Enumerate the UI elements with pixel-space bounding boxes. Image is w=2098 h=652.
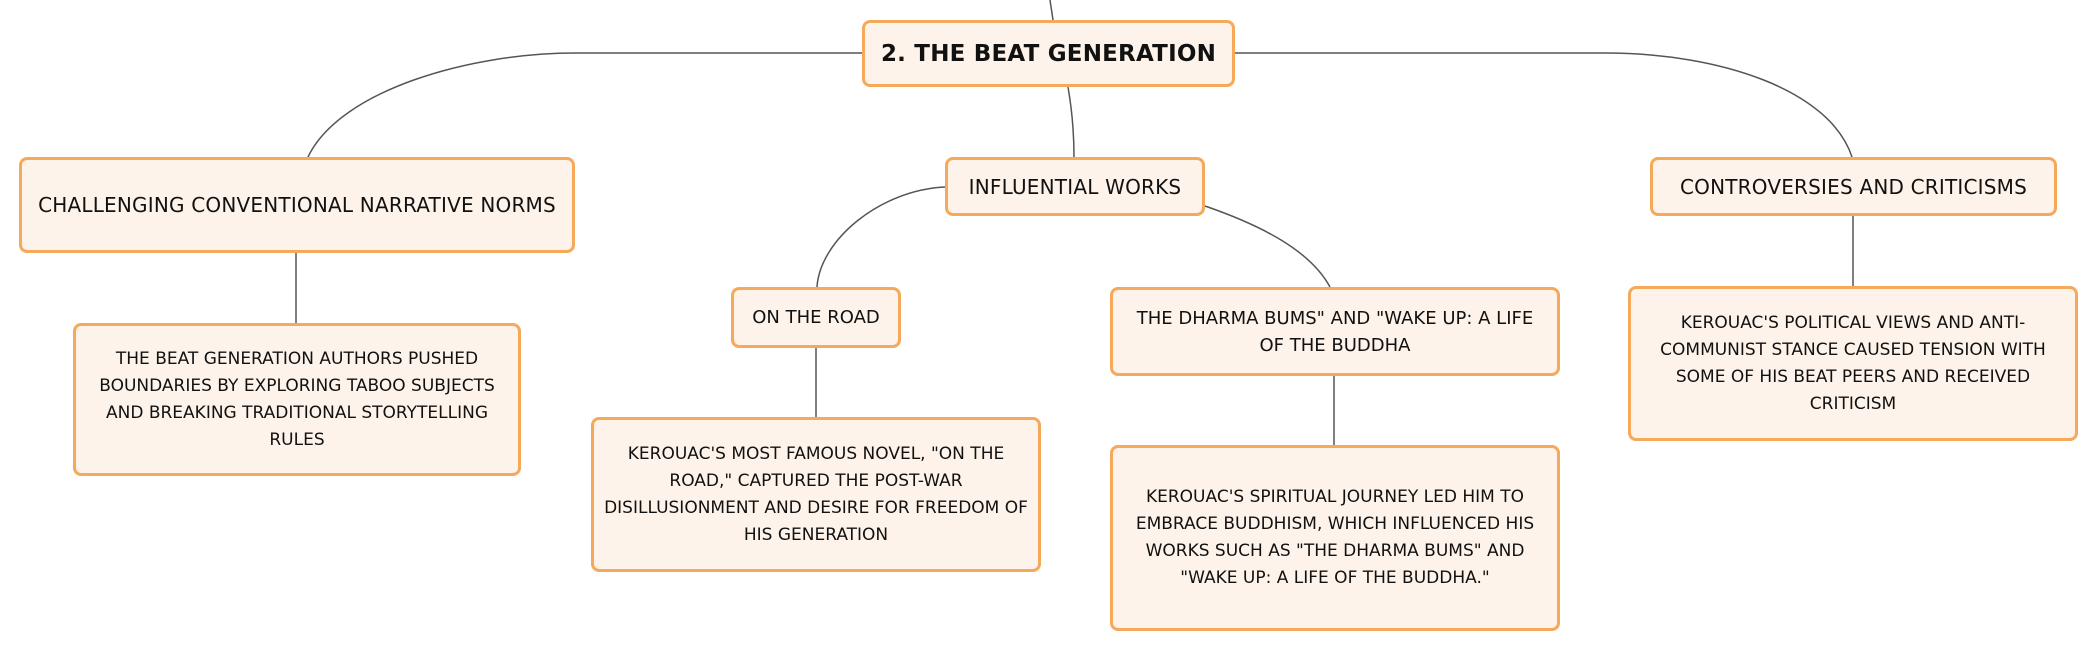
detail-node-on-the-road[interactable]: KEROUAC'S MOST FAMOUS NOVEL, "ON THE ROA… <box>591 417 1041 572</box>
topic-node-on-the-road[interactable]: ON THE ROAD <box>731 287 901 348</box>
connector-influential-to-dharma <box>1204 205 1331 288</box>
detail-node-text: THE BEAT GENERATION AUTHORS PUSHED BOUND… <box>99 348 495 450</box>
connector-root-to-influential <box>1067 86 1075 158</box>
detail-node-challenging[interactable]: THE BEAT GENERATION AUTHORS PUSHED BOUND… <box>73 323 521 476</box>
detail-node-text: KEROUAC'S SPIRITUAL JOURNEY LED HIM TO E… <box>1135 487 1535 588</box>
root-node-label: 2. THE BEAT GENERATION <box>880 40 1217 67</box>
detail-node-text: KEROUAC'S MOST FAMOUS NOVEL, "ON THE ROA… <box>604 443 1028 545</box>
connector-influential-to-ontheroad <box>816 186 946 288</box>
detail-node-dharma-bums[interactable]: KEROUAC'S SPIRITUAL JOURNEY LED HIM TO E… <box>1110 445 1560 631</box>
branch-node-label: CHALLENGING CONVENTIONAL NARRATIVE NORMS <box>38 193 556 217</box>
branch-node-label: CONTROVERSIES AND CRITICISMS <box>1679 174 2028 199</box>
branch-node-controversies-and-criticisms[interactable]: CONTROVERSIES AND CRITICISMS <box>1650 157 2057 216</box>
detail-node-text: KEROUAC'S POLITICAL VIEWS AND ANTI-COMMU… <box>1660 312 2046 414</box>
connector-root-to-parent <box>1049 0 1054 21</box>
branch-node-label: INFLUENTIAL WORKS <box>968 174 1182 199</box>
root-node[interactable]: 2. THE BEAT GENERATION <box>862 20 1235 87</box>
topic-node-label: ON THE ROAD <box>752 307 880 328</box>
topic-node-dharma-bums[interactable]: THE DHARMA BUMS" AND "WAKE UP: A LIFE OF… <box>1110 287 1560 376</box>
detail-node-controversies[interactable]: KEROUAC'S POLITICAL VIEWS AND ANTI-COMMU… <box>1628 286 2078 441</box>
branch-node-influential-works[interactable]: INFLUENTIAL WORKS <box>945 157 1205 216</box>
branch-node-challenging-conventional-narrative-norms[interactable]: CHALLENGING CONVENTIONAL NARRATIVE NORMS <box>19 157 575 253</box>
connector-root-to-controversies <box>1235 52 1853 158</box>
connector-root-to-challenging <box>307 52 862 158</box>
topic-node-label: THE DHARMA BUMS" AND "WAKE UP: A LIFE OF… <box>1136 307 1534 356</box>
